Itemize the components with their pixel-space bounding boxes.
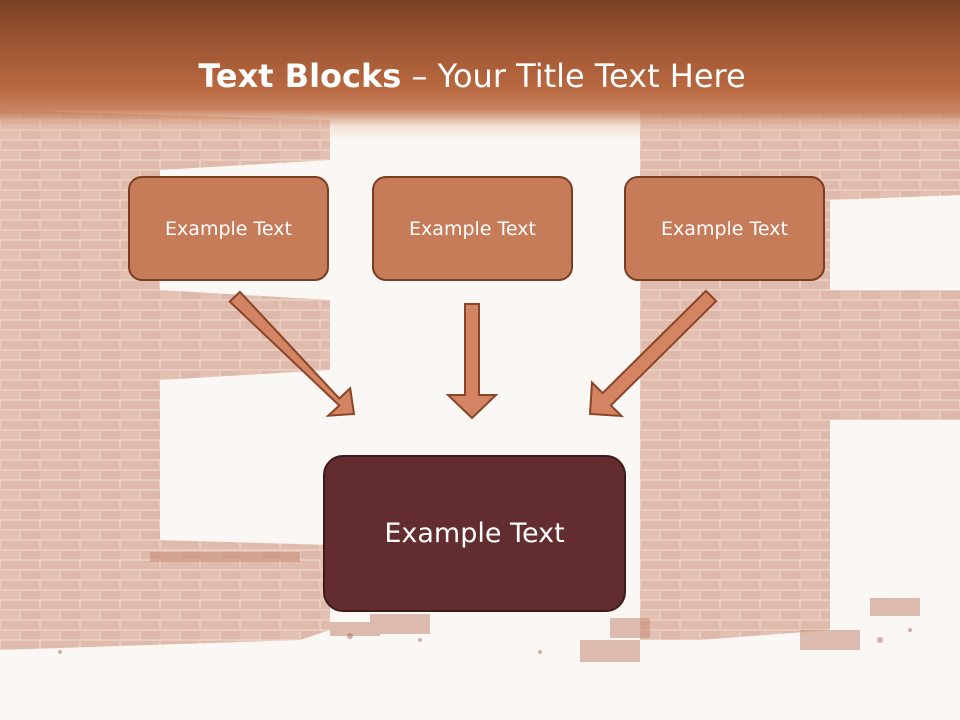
- text-block-main-label: Example Text: [384, 518, 565, 549]
- text-block-middle[interactable]: Example Text: [372, 176, 573, 281]
- text-block-right-label: Example Text: [661, 217, 788, 240]
- title-bold-text: Text Blocks: [198, 57, 402, 95]
- text-block-middle-label: Example Text: [409, 217, 536, 240]
- title-banner: [0, 0, 960, 140]
- title-rest-text: – Your Title Text Here: [401, 57, 746, 95]
- text-block-left[interactable]: Example Text: [128, 176, 329, 281]
- text-block-left-label: Example Text: [165, 217, 292, 240]
- text-block-main[interactable]: Example Text: [323, 455, 626, 612]
- slide-title[interactable]: Text Blocks – Your Title Text Here: [0, 52, 944, 100]
- text-block-right[interactable]: Example Text: [624, 176, 825, 281]
